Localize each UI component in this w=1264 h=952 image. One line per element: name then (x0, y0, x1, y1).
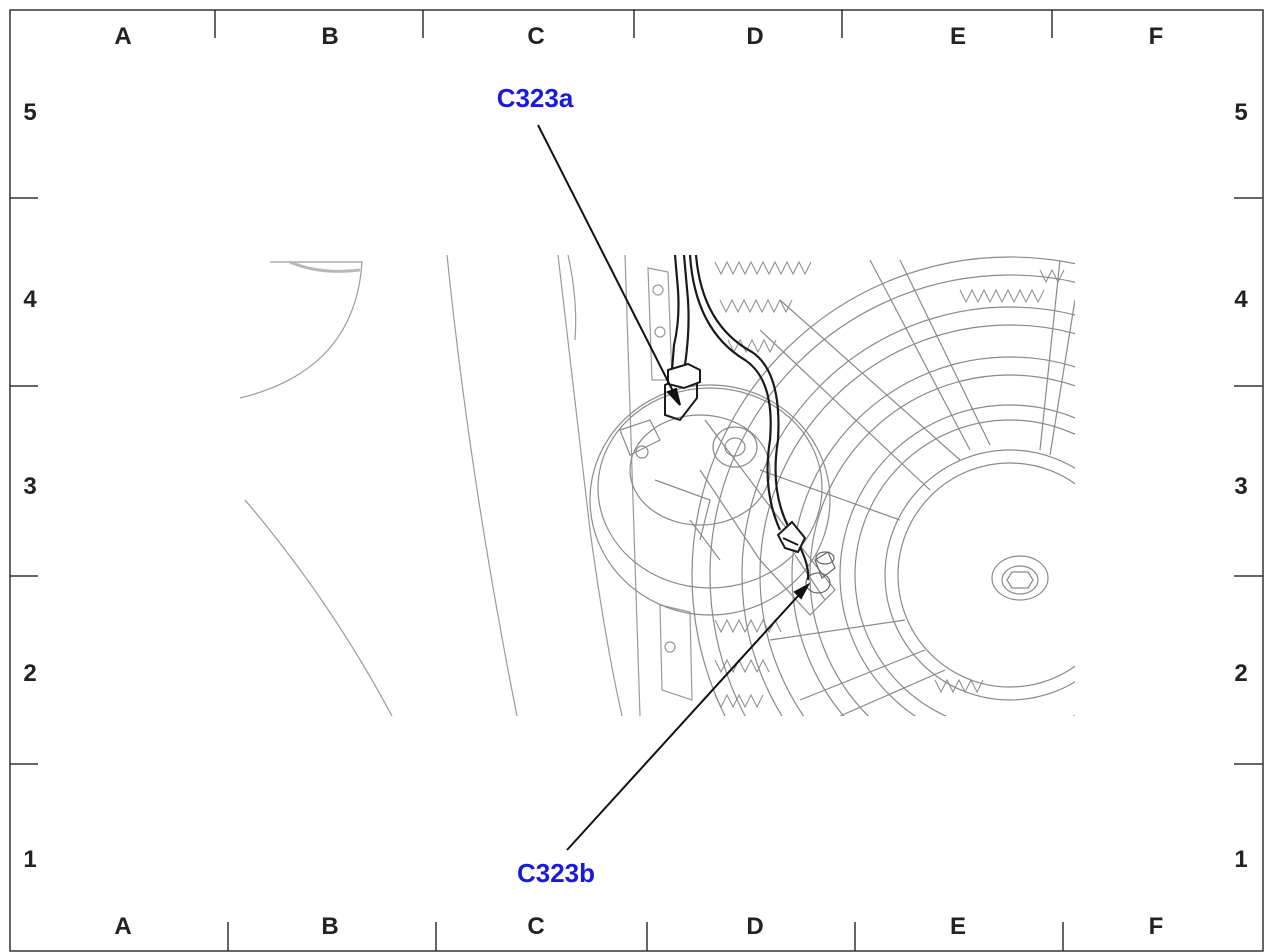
row-label-right-3: 3 (1234, 473, 1247, 500)
left-body-curve (240, 261, 363, 399)
col-label-bottom-b: B (321, 913, 338, 940)
col-label-bottom-c: C (527, 913, 544, 940)
row-label-left-1: 1 (23, 846, 36, 873)
col-label-top-f: F (1149, 23, 1164, 50)
horn-terminal (805, 551, 836, 594)
callout-label-c323b: C323b (517, 858, 595, 888)
row-label-right-5: 5 (1234, 99, 1247, 126)
row-label-left-3: 3 (23, 473, 36, 500)
col-label-top-c: C (527, 23, 544, 50)
fan-hub-nut (991, 555, 1049, 601)
row-label-left-5: 5 (23, 99, 36, 126)
col-label-top-d: D (746, 23, 763, 50)
leader-c323a (537, 124, 681, 406)
center-right-curve-2 (567, 255, 577, 341)
col-label-top-e: E (950, 23, 966, 50)
row-label-left-4: 4 (23, 286, 37, 313)
callout-label-c323a: C323a (497, 83, 574, 113)
bracket-hole-1 (652, 284, 664, 296)
leader-c323b-arrowhead (793, 582, 811, 600)
lower-bracket-hole (664, 641, 676, 653)
leader-c323b (566, 584, 809, 851)
center-left-curve (446, 255, 518, 716)
connector-c323b-body (776, 520, 807, 554)
row-label-right-4: 4 (1234, 286, 1248, 313)
row-label-right-2: 2 (1234, 660, 1247, 687)
col-label-top-a: A (114, 23, 131, 50)
lower-bracket (659, 604, 693, 701)
left-sweep-curve (244, 499, 393, 716)
left-body-hatch (289, 260, 361, 273)
callout-leaders (537, 124, 811, 851)
center-right-curve (557, 255, 623, 716)
col-label-bottom-e: E (950, 913, 966, 940)
col-label-bottom-f: F (1149, 913, 1164, 940)
bottom-column-ticks (227, 922, 1064, 951)
col-label-bottom-d: D (746, 913, 763, 940)
fan-shroud (691, 256, 1075, 716)
col-label-bottom-a: A (114, 913, 131, 940)
horn-assembly (589, 384, 836, 616)
top-column-ticks (214, 10, 1053, 38)
left-row-ticks (10, 197, 38, 765)
frame-border (9, 9, 1264, 952)
row-label-left-2: 2 (23, 660, 36, 687)
leader-c323a-arrowhead (666, 387, 681, 406)
bracket-hole-2 (654, 326, 666, 338)
col-label-top-b: B (321, 23, 338, 50)
component-illustration (240, 255, 1075, 716)
connector-c323a-body (664, 362, 701, 422)
right-row-ticks (1234, 197, 1263, 765)
row-label-right-1: 1 (1234, 846, 1247, 873)
